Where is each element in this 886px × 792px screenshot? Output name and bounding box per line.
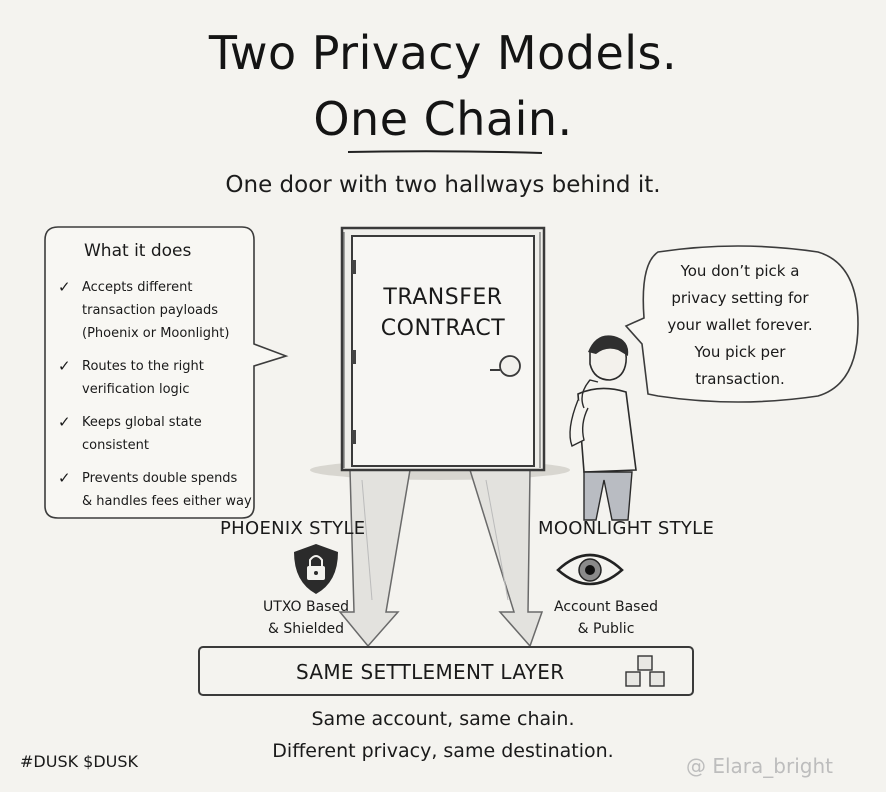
list-item: ✓ Keeps global state consistent bbox=[58, 411, 258, 457]
what-it-does-list: ✓ Accepts different transaction payloads … bbox=[58, 276, 258, 523]
footer-line-1: Same account, same chain. bbox=[311, 708, 575, 730]
checkmark-icon: ✓ bbox=[58, 278, 71, 296]
checkmark-icon: ✓ bbox=[58, 469, 71, 487]
speech-text: You don’t pick a privacy setting for you… bbox=[667, 262, 813, 388]
hashtags: #DUSK $DUSK bbox=[20, 752, 139, 771]
settlement-layer-box: SAME SETTLEMENT LAYER bbox=[198, 646, 694, 696]
footer-line-2: Different privacy, same destination. bbox=[272, 740, 614, 762]
hallway-right-arrow bbox=[468, 469, 544, 648]
moonlight-style-label: MOONLIGHT STYLE bbox=[538, 518, 715, 539]
watermark: @ Elara_bright bbox=[686, 754, 833, 778]
list-item: ✓ Accepts different transaction payloads … bbox=[58, 276, 258, 345]
speech-bubble: You don’t pick a privacy setting for you… bbox=[618, 244, 862, 406]
title-line-2: One Chain. bbox=[313, 92, 573, 146]
list-item: ✓ Prevents double spends & handles fees e… bbox=[58, 467, 258, 513]
phoenix-style-label: PHOENIX STYLE bbox=[220, 518, 366, 539]
checkmark-icon: ✓ bbox=[58, 357, 71, 375]
door-knob-icon bbox=[490, 355, 521, 377]
door bbox=[340, 226, 546, 472]
checkmark-icon: ✓ bbox=[58, 413, 71, 431]
cubes-icon bbox=[625, 655, 665, 687]
hallway-left-arrow bbox=[338, 469, 411, 648]
list-item-text: Accepts different transaction payloads (… bbox=[82, 280, 230, 341]
list-item-text: Routes to the right verification logic bbox=[82, 359, 204, 397]
list-item-text: Prevents double spends & handles fees ei… bbox=[82, 471, 252, 509]
phoenix-caption: UTXO Based & Shielded bbox=[263, 599, 349, 637]
subtitle: One door with two hallways behind it. bbox=[225, 172, 661, 198]
list-item: ✓ Routes to the right verification logic bbox=[58, 355, 258, 401]
lock-shield-icon bbox=[294, 544, 338, 594]
door-label: TRANSFER CONTRACT bbox=[380, 285, 506, 341]
what-it-does-bubble: What it does ✓ Accepts different transact… bbox=[44, 226, 289, 523]
what-it-does-heading: What it does bbox=[84, 241, 192, 261]
bubble-outline bbox=[44, 226, 289, 519]
person-thinking bbox=[569, 335, 637, 521]
moonlight-caption: Account Based & Public bbox=[554, 599, 658, 637]
settlement-label: SAME SETTLEMENT LAYER bbox=[296, 660, 565, 684]
list-item-text: Keeps global state consistent bbox=[82, 415, 202, 453]
speech-bubble-outline bbox=[624, 245, 859, 403]
title-line-1: Two Privacy Models. bbox=[208, 26, 678, 80]
eye-icon bbox=[556, 553, 624, 586]
title-underline bbox=[347, 150, 543, 154]
